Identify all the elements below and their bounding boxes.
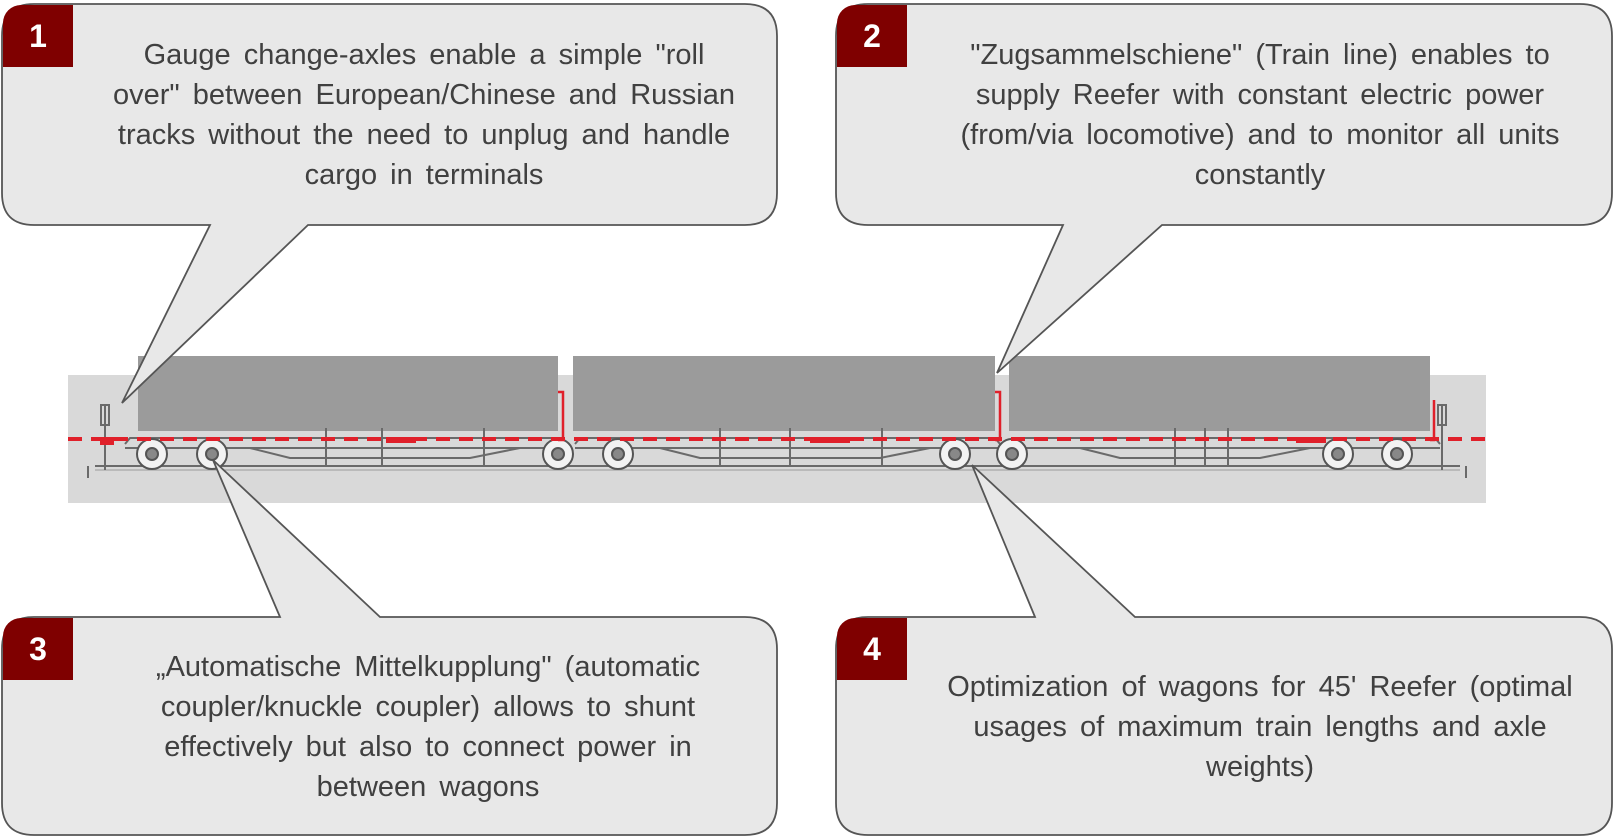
callout-text-4: Optimization of wagons for 45' Reefer (o… xyxy=(947,671,1573,783)
callout-text-1: Gauge change-axles enable a simple "roll… xyxy=(113,39,735,191)
reefer-container-1 xyxy=(138,356,558,431)
train-line-power-cable xyxy=(68,390,1486,445)
wheelsets xyxy=(136,438,1413,470)
callout-text-2: "Zugsammelschiene" (Train line) enables … xyxy=(960,39,1560,191)
callout-number-badge-3: 3 xyxy=(3,618,73,680)
reefer-container-3 xyxy=(1009,356,1430,431)
callout-bubble-4 xyxy=(835,464,1613,836)
callout-number-badge-2: 2 xyxy=(837,5,907,67)
callout-bubble-2 xyxy=(835,3,1613,374)
reefer-container-2 xyxy=(573,356,995,431)
callout-number-badge-4: 4 xyxy=(837,618,907,680)
callout-text-3: „Automatische Mittelkupplung" (automatic… xyxy=(155,651,701,803)
callout-bubble-3 xyxy=(1,459,778,836)
callout-bubble-1 xyxy=(1,3,778,404)
callout-number-badge-1: 1 xyxy=(3,5,73,67)
